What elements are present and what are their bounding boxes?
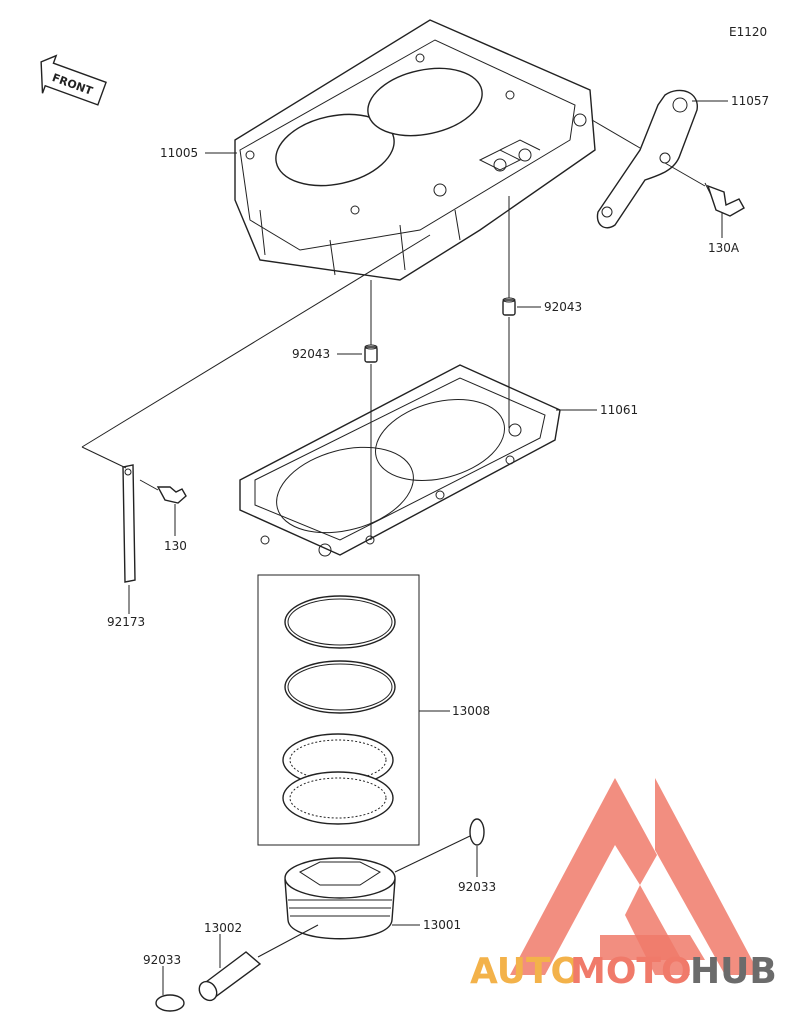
piston-pin bbox=[198, 951, 262, 1002]
label-92033-right: 92033 bbox=[458, 880, 496, 894]
dowel-pin-left bbox=[364, 344, 378, 363]
watermark-word-moto: MOTO bbox=[570, 951, 692, 992]
dowel-pin-right bbox=[502, 297, 516, 316]
front-arrow-icon: FRONT bbox=[40, 54, 107, 106]
circlip-left bbox=[155, 994, 185, 1012]
label-92043-right: 92043 bbox=[544, 300, 582, 314]
bolt-130 bbox=[156, 486, 187, 504]
label-92033-left: 92033 bbox=[143, 953, 181, 967]
piston-ring-set-box bbox=[257, 574, 420, 846]
watermark-word-auto: AUTO bbox=[470, 951, 581, 992]
cylinder-gasket bbox=[239, 364, 561, 557]
watermark-word-hub: HUB bbox=[690, 951, 777, 992]
label-92043-left: 92043 bbox=[292, 347, 330, 361]
bolt-130a bbox=[704, 182, 745, 217]
label-13008: 13008 bbox=[452, 704, 490, 718]
bracket bbox=[596, 89, 698, 229]
label-11057: 11057 bbox=[731, 94, 769, 108]
watermark-logo bbox=[510, 778, 760, 975]
diagram-code: E1120 bbox=[729, 25, 767, 39]
piston-rings bbox=[282, 595, 396, 825]
label-11061: 11061 bbox=[600, 403, 638, 417]
label-130: 130 bbox=[164, 539, 187, 553]
leader-lines bbox=[81, 100, 728, 995]
chain-guide bbox=[122, 464, 136, 583]
label-130a: 130A bbox=[708, 241, 740, 255]
label-13002: 13002 bbox=[204, 921, 242, 935]
piston bbox=[284, 857, 396, 940]
label-11005: 11005 bbox=[160, 146, 198, 160]
circlip-right bbox=[469, 818, 485, 846]
cylinder-block bbox=[234, 19, 596, 281]
label-92173: 92173 bbox=[107, 615, 145, 629]
label-13001: 13001 bbox=[423, 918, 461, 932]
